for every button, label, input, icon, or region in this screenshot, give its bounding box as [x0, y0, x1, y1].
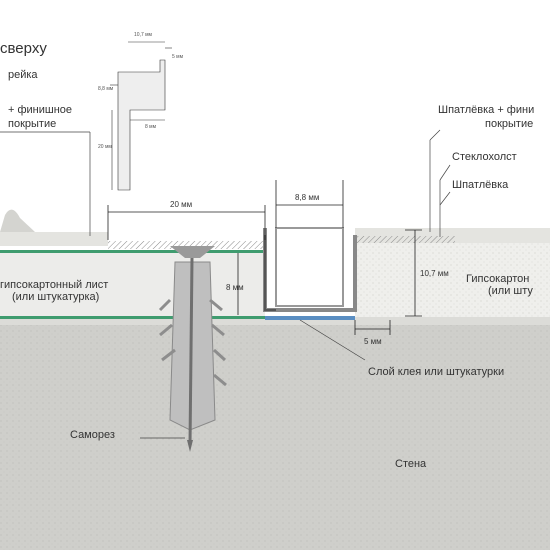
- right-finish-line1: Шпатлёвка + фини: [438, 104, 534, 116]
- blue-strip: [265, 316, 355, 320]
- drywall-left-line2: (или штукатурка): [12, 291, 99, 303]
- drywall-left: [0, 252, 265, 317]
- thumb-top-width: 10,7 мм: [134, 32, 153, 38]
- hatch-strip-left: [108, 241, 265, 249]
- green-strip-top-left: [0, 250, 265, 253]
- subtitle-fragment: рейка: [8, 69, 38, 81]
- leader-lines: [0, 129, 451, 439]
- thumb-top-side: 5 мм: [172, 54, 184, 60]
- screw-tip: [187, 440, 193, 452]
- screw-label: Саморез: [70, 429, 115, 441]
- thumb-bottom-8: 8 мм: [145, 124, 157, 130]
- thumb-left-20: 20 мм: [98, 144, 112, 150]
- glue-layer-label: Слой клея или штукатурки: [368, 366, 504, 378]
- profile-flange-left: [264, 235, 276, 311]
- gap-width-value: 20 мм: [170, 200, 192, 209]
- left-finish-line2: покрытие: [8, 118, 56, 130]
- right-finish-line2: покрытие: [485, 118, 533, 130]
- drywall-right-line1: Гипсокартон: [466, 273, 529, 285]
- thumb-left-8: 8,8 мм: [98, 86, 114, 92]
- fiberglass-label: Стеклохолст: [452, 151, 517, 163]
- drywall-right-texture: [355, 243, 550, 317]
- profile-thumbnail: [110, 41, 172, 191]
- left-finish-line1: + финишное: [8, 104, 72, 116]
- wall-label: Стена: [395, 458, 427, 470]
- drywall-right-line2: (или шту: [488, 285, 533, 297]
- hatch-strip-right: [355, 236, 455, 243]
- glue-layer: [0, 317, 550, 325]
- profile-channel: [275, 227, 344, 307]
- putty-label: Шпатлёвка: [452, 179, 509, 191]
- drywall-left-line1: гипсокартонный лист: [0, 279, 108, 291]
- dimension-lines: [107, 180, 422, 335]
- flange-value: 5 мм: [364, 337, 382, 346]
- profile-height-value: 10,7 мм: [420, 269, 449, 278]
- wall-texture: [0, 325, 550, 550]
- green-strip-bottom-left: [0, 316, 265, 319]
- title-fragment: сверху: [0, 40, 47, 57]
- putty-mound: [0, 209, 35, 232]
- channel-width-value: 8,8 мм: [295, 193, 319, 202]
- screw-head: [170, 246, 215, 258]
- screw-shaft: [188, 257, 194, 446]
- putty-left: [0, 232, 108, 246]
- board-thickness-value: 8 мм: [226, 283, 244, 292]
- dowel-ribs: [158, 298, 227, 387]
